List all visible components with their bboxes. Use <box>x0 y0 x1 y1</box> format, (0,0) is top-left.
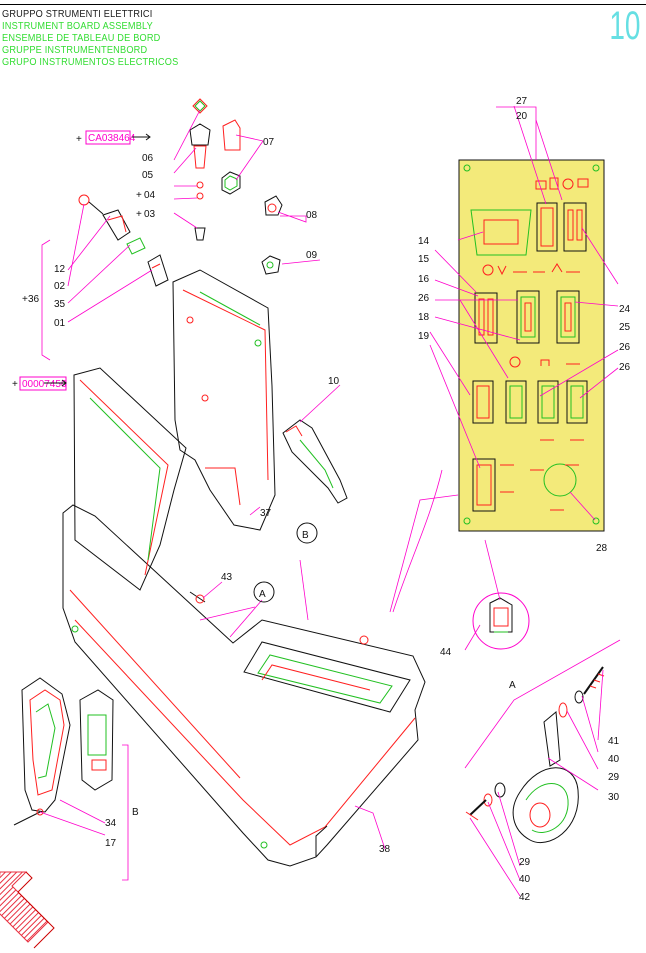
part-label-26a: 26 <box>418 293 430 304</box>
part-label-43: 43 <box>221 572 233 583</box>
part-label-15: 15 <box>418 254 430 265</box>
part-label-16: 16 <box>418 274 430 285</box>
part-label-29a: 29 <box>608 772 620 783</box>
part-label-28: 28 <box>596 543 608 554</box>
top-rule <box>0 4 646 5</box>
part-label-35: 35 <box>54 299 66 310</box>
part-label-24: 24 <box>619 304 631 315</box>
part-label-40b: 40 <box>519 874 531 885</box>
part-label-41: 41 <box>608 736 620 747</box>
part-label-34: 34 <box>105 818 117 829</box>
part-label-10: 10 <box>328 376 340 387</box>
console-panel <box>73 367 187 591</box>
part-label-09: 09 <box>306 250 318 261</box>
part-label-04: 04 <box>144 190 156 201</box>
part-label-02: 02 <box>54 281 66 292</box>
part-label-40a: 40 <box>608 754 620 765</box>
part-label-19: 19 <box>418 331 430 342</box>
part-label-26b: 26 <box>619 342 631 353</box>
plus-mark-lower: + <box>12 379 18 390</box>
part-label-12: 12 <box>54 264 66 275</box>
hatched-arrow-icon <box>0 871 55 949</box>
part-label-38: 38 <box>379 844 391 855</box>
part-label-25: 25 <box>619 322 631 333</box>
view-letter-b-detail: B <box>132 807 139 818</box>
part-label-07: 07 <box>263 137 275 148</box>
support-bracket <box>172 269 276 531</box>
plus-mark-04: + <box>136 190 142 201</box>
detail-a-horn <box>465 666 605 844</box>
title-german: GRUPPE INSTRUMENTENBORD <box>2 45 148 56</box>
title-italian: GRUPPO STRUMENTI ELETTRICI <box>2 9 153 20</box>
part-labels: 06 05 04 03 07 08 09 10 12 02 35 01 36 3… <box>28 96 631 903</box>
leader-lines <box>39 105 621 897</box>
title-spanish: GRUPO INSTRUMENTOS ELECTRICOS <box>2 57 179 68</box>
part-label-44: 44 <box>440 647 452 658</box>
part-label-37: 37 <box>260 508 272 519</box>
part-label-42: 42 <box>519 892 531 903</box>
hardware-parts <box>78 98 530 650</box>
instrument-panel <box>458 159 605 532</box>
view-letter-a-upper: A <box>253 581 275 603</box>
part-label-05: 05 <box>142 170 154 181</box>
plus-mark-03: + <box>136 209 142 220</box>
part-label-14: 14 <box>418 236 430 247</box>
part-label-08: 08 <box>306 210 318 221</box>
serial-code-lower: 00007456 <box>22 379 67 390</box>
title-block: GRUPPO STRUMENTI ELETTRICI INSTRUMENT BO… <box>2 9 178 69</box>
serial-code-upper: CA038464 <box>88 133 136 144</box>
part-label-17: 17 <box>105 838 117 849</box>
svg-text:B: B <box>302 530 309 541</box>
plus-mark-upper: + <box>76 134 82 145</box>
plus-mark-36: + <box>22 294 28 305</box>
title-french: ENSEMBLE DE TABLEAU DE BORD <box>2 33 161 44</box>
part-label-36: 36 <box>28 294 40 305</box>
part-label-29b: 29 <box>519 857 531 868</box>
view-letter-a-detail: A <box>509 680 516 691</box>
part-label-26c: 26 <box>619 362 631 373</box>
title-english: INSTRUMENT BOARD ASSEMBLY <box>2 21 153 32</box>
part-label-18: 18 <box>418 312 430 323</box>
part-label-20: 20 <box>516 111 528 122</box>
part-label-06: 06 <box>142 153 154 164</box>
serial-ref-lower: + 00007456 <box>12 376 67 391</box>
part-label-01: 01 <box>54 318 66 329</box>
part-label-03: 03 <box>144 209 156 220</box>
view-letter-b-upper: B <box>296 522 318 544</box>
base-housing <box>62 504 426 867</box>
page-number: 10 <box>608 4 640 48</box>
part-label-30: 30 <box>608 792 620 803</box>
serial-ref-upper: + CA038464 <box>76 130 151 145</box>
part-label-27: 27 <box>516 96 528 107</box>
svg-text:A: A <box>259 589 266 600</box>
detail-b-bracket <box>13 677 114 826</box>
